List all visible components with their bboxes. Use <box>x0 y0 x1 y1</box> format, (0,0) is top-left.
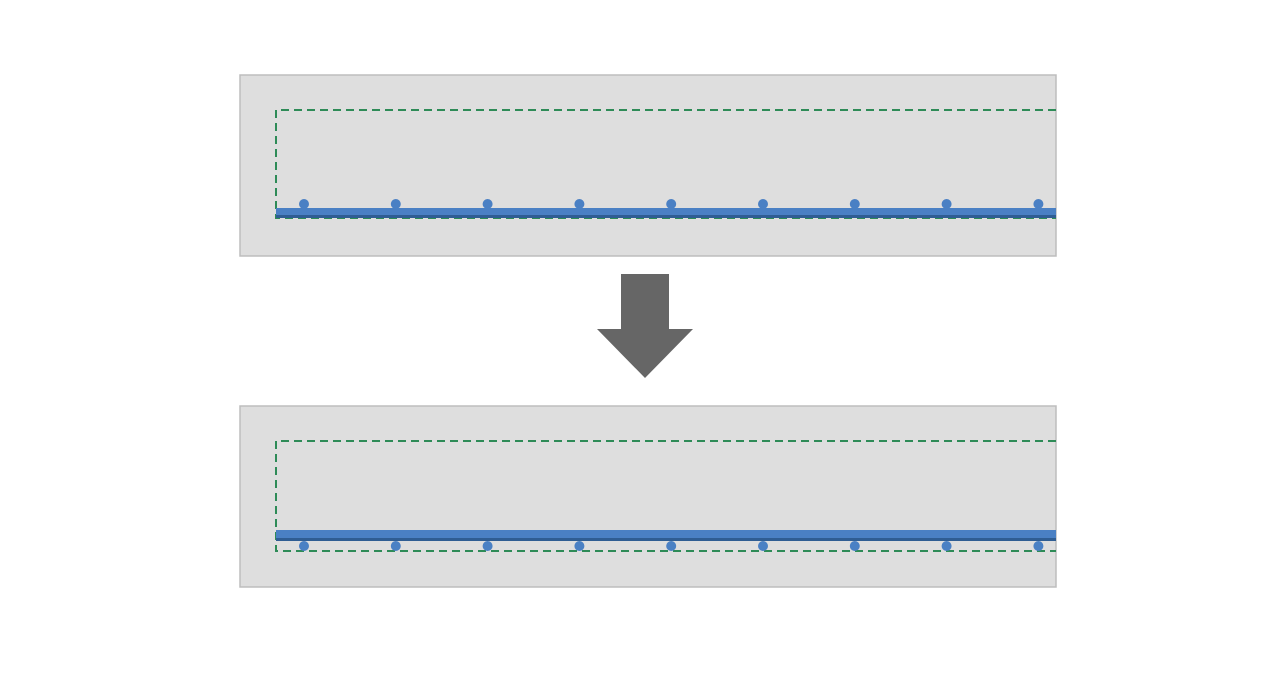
panel-after-dot <box>941 541 952 551</box>
panel-before-dot <box>666 199 677 209</box>
panel-after-dot <box>1033 541 1044 551</box>
panel-after-background <box>239 405 1057 588</box>
panel-after-dot <box>574 541 585 551</box>
panel-before-dot <box>1033 199 1044 209</box>
panel-after-dot <box>758 541 768 551</box>
panel-before-bar-fill <box>276 208 1056 215</box>
panel-after-dot <box>849 541 860 551</box>
panel-after-dot <box>390 541 401 551</box>
panel-after-dot <box>299 541 309 551</box>
panel-after-bar <box>276 530 1056 541</box>
panel-before-dot <box>390 199 401 209</box>
panel-before-bar-edge <box>276 215 1056 218</box>
panel-after-bar-edge <box>276 538 1056 541</box>
panel-before-dot <box>849 199 860 209</box>
panel-before-dots <box>299 199 1044 209</box>
panel-before-dot <box>758 199 768 209</box>
panel-after-dots <box>299 541 1044 551</box>
panel-before-dot <box>299 199 309 209</box>
panel-before-bar <box>276 208 1056 218</box>
panel-after-dashed-outline <box>275 440 1056 552</box>
panel-before-dot <box>482 199 493 209</box>
panel-before-dot <box>574 199 585 209</box>
down-arrow-icon <box>597 274 693 378</box>
panel-after-dot <box>482 541 493 551</box>
panel-before-dot <box>941 199 952 209</box>
panel-after <box>239 405 1057 588</box>
panel-before-background <box>239 74 1057 257</box>
panel-after-dot <box>666 541 677 551</box>
panel-after-bar-fill <box>276 530 1056 538</box>
panel-before <box>239 74 1057 257</box>
